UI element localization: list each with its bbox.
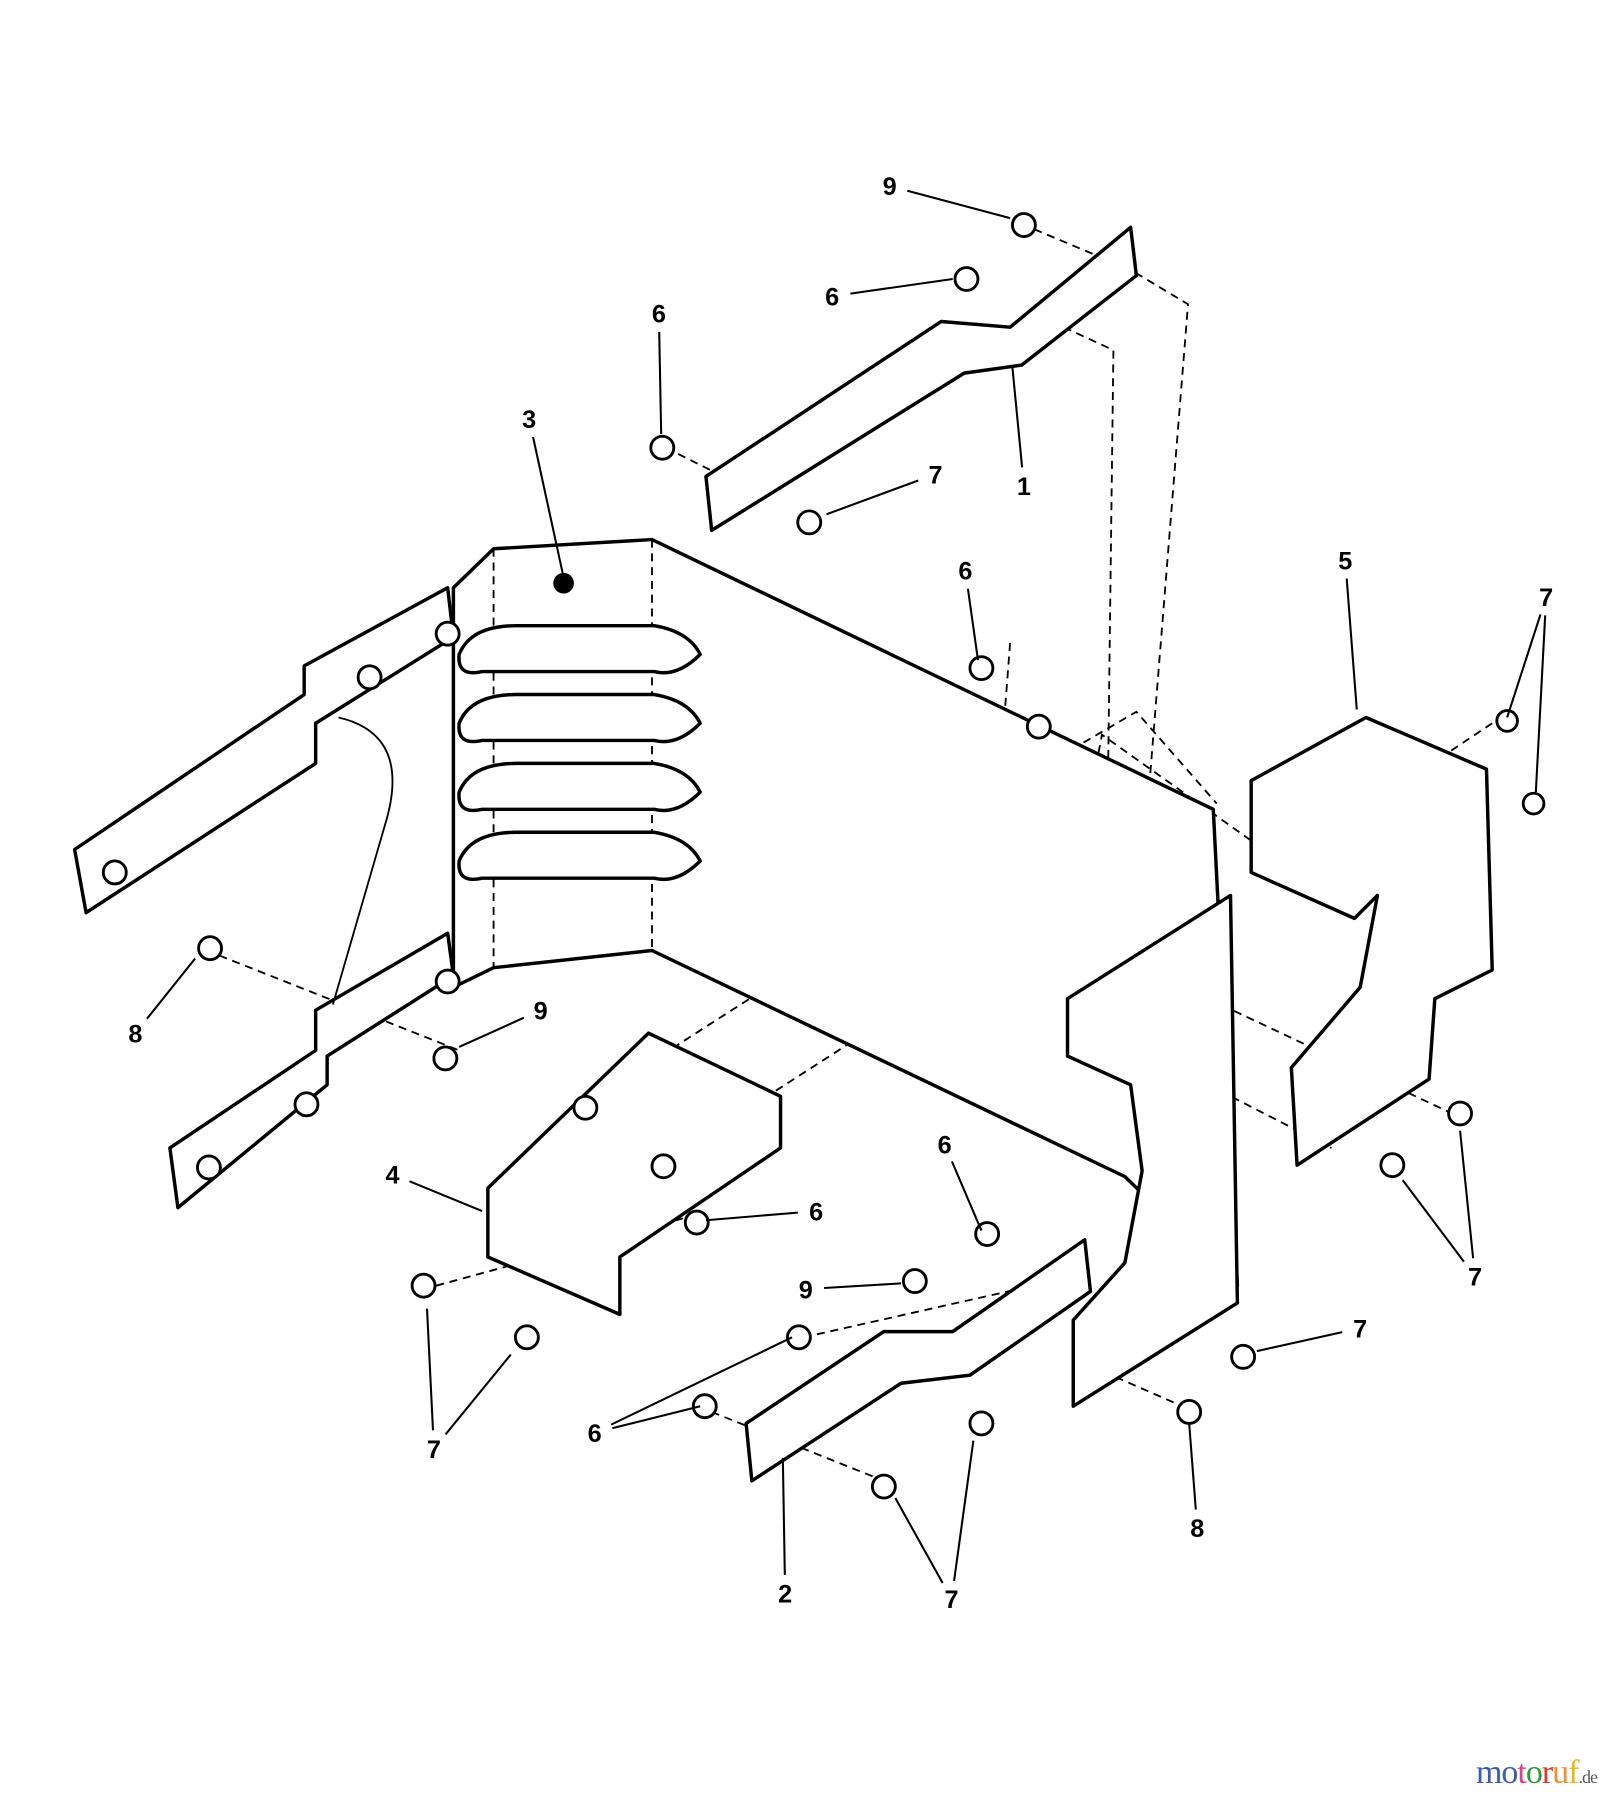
leader-line	[950, 1160, 983, 1231]
callout-label-6: 6	[652, 301, 666, 329]
leader-line	[532, 436, 565, 578]
leader-line	[1534, 615, 1547, 793]
callout-label-7: 7	[1539, 584, 1553, 612]
callout-label-3: 3	[522, 406, 536, 434]
callout-label-6: 6	[958, 558, 972, 586]
callout-label-9: 9	[883, 173, 897, 201]
leader-line	[458, 1016, 525, 1048]
leader-line	[658, 331, 663, 434]
callout-label-7: 7	[1468, 1264, 1482, 1292]
leader-line	[409, 1180, 483, 1213]
side-panel	[1065, 893, 1240, 1408]
leader-line	[1188, 1423, 1197, 1510]
callout-label-6: 6	[588, 1420, 602, 1448]
part-1-bracket	[704, 225, 1139, 533]
leader-line	[966, 588, 979, 661]
callout-label-4: 4	[386, 1162, 400, 1190]
leader-line	[781, 1457, 786, 1575]
leader-line	[612, 1405, 701, 1430]
leader-line	[824, 1282, 902, 1290]
callouts: 9 6 6 7 1 3 6 5 7 8 9 4 6 6 9 7 7 6 7 2 7 8	[128, 173, 1553, 1614]
leader-line	[610, 1336, 793, 1426]
callout-label-6: 6	[938, 1132, 952, 1160]
leader-line	[1506, 614, 1542, 718]
part-5-guard	[1249, 715, 1494, 1167]
part-2-bracket	[744, 1238, 1093, 1483]
callout-label-8: 8	[128, 1020, 142, 1048]
leader-line	[1459, 1130, 1475, 1259]
callout-label-7: 7	[427, 1436, 441, 1464]
leader-line	[894, 1497, 944, 1584]
part-4-bracket	[486, 1031, 783, 1317]
leader-line	[1345, 578, 1358, 710]
leader-line	[425, 1308, 435, 1431]
callout-label-8: 8	[1190, 1515, 1204, 1543]
leader-line	[1401, 1179, 1465, 1263]
leader-line	[1256, 1331, 1343, 1353]
motoruf-watermark-logo: motoruf.de	[1475, 1754, 1598, 1791]
leader-line	[705, 1211, 798, 1222]
leader-line	[1011, 367, 1024, 468]
callout-label-1: 1	[1017, 473, 1031, 501]
leader-line	[444, 1353, 512, 1436]
leader-line	[953, 1440, 975, 1581]
callout-label-6: 6	[825, 283, 839, 311]
leader-line	[146, 957, 196, 1020]
callout-label-2: 2	[778, 1580, 792, 1608]
leader-line	[907, 189, 1011, 220]
leader-line	[850, 277, 953, 295]
callout-label-7: 7	[928, 461, 942, 489]
leader-line	[826, 479, 919, 516]
callout-label-9: 9	[534, 997, 548, 1025]
callout-label-9: 9	[799, 1276, 813, 1304]
callout-label-6: 6	[809, 1198, 823, 1226]
callout-label-5: 5	[1338, 547, 1352, 575]
callout-label-7: 7	[945, 1586, 959, 1614]
callout-label-7: 7	[1353, 1315, 1367, 1343]
